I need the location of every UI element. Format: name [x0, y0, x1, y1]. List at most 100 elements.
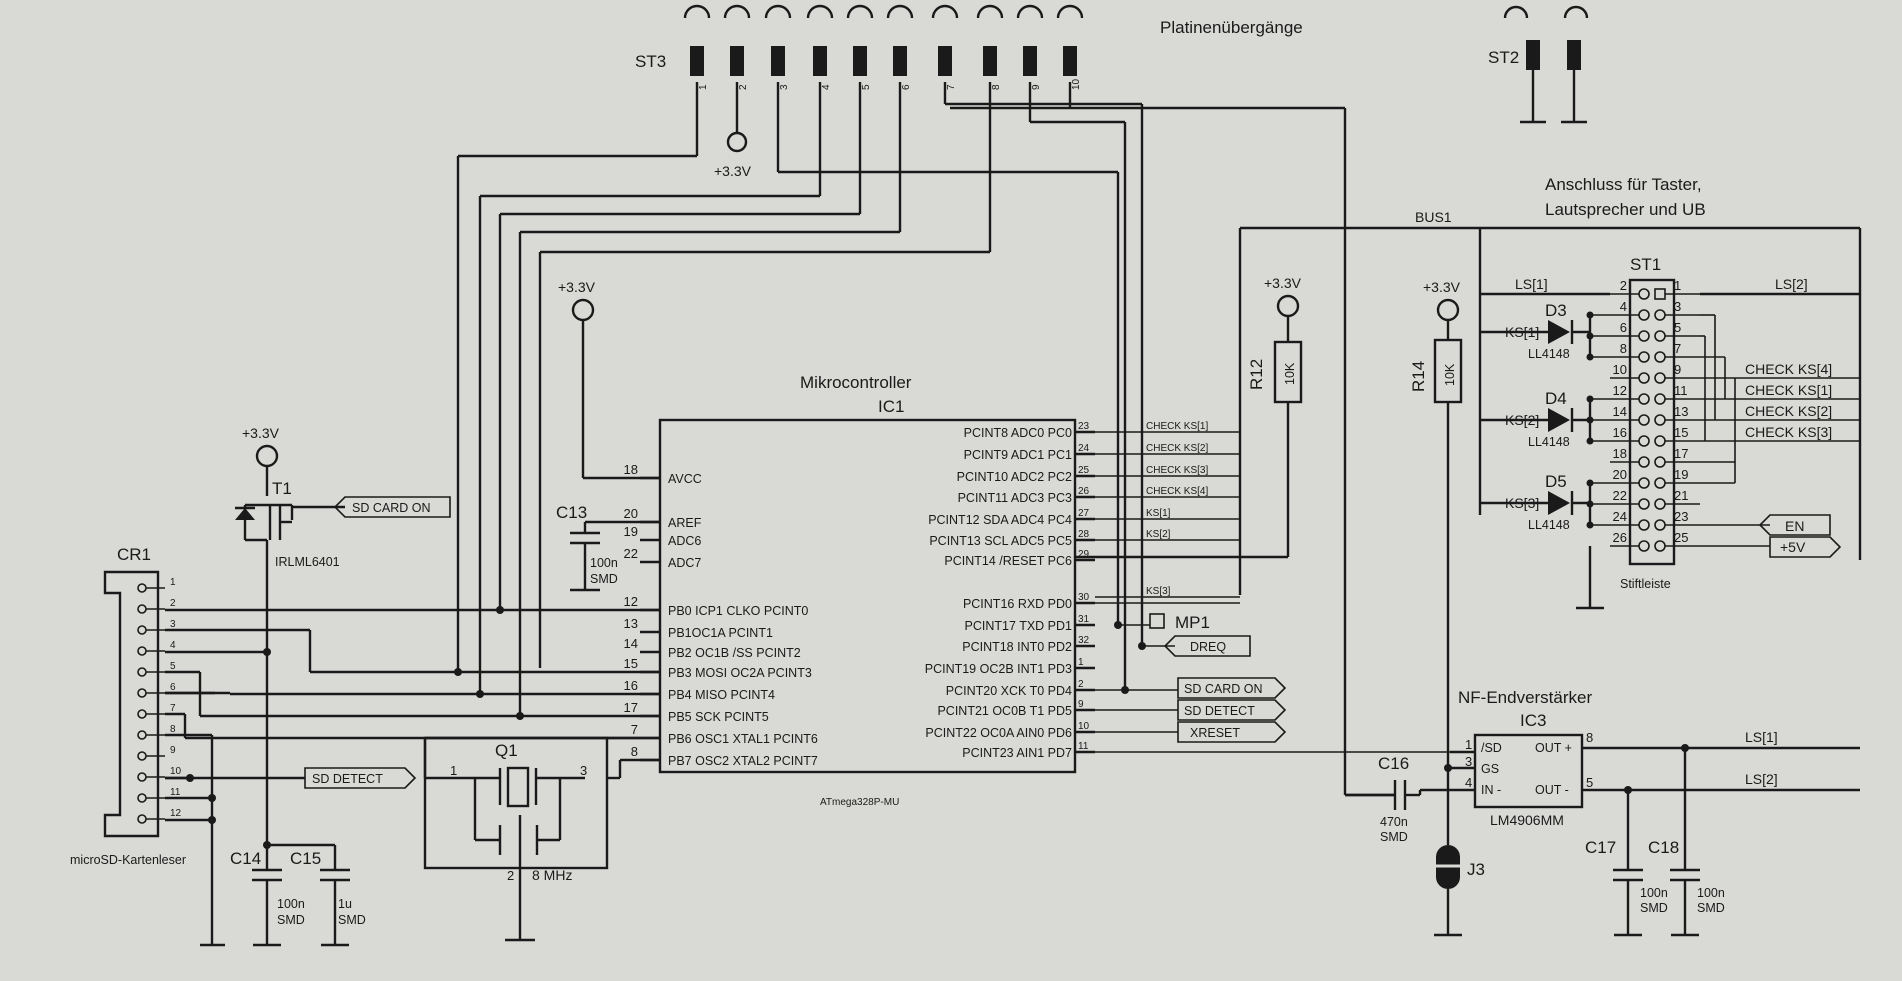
ic1-right-pin-24-name: PCINT9 ADC1 PC1 — [964, 448, 1072, 462]
st1-pin-4-number: 4 — [1620, 299, 1627, 314]
st1-pins: 2468101214161820222426135791113151719212… — [1610, 278, 1700, 552]
cr1-pin-12-number: 12 — [170, 808, 182, 819]
r12-resistor: +3.3V R12 10K — [1075, 275, 1303, 559]
cr1-pin-6-pad — [137, 688, 147, 698]
diode-2-part: LL4148 — [1528, 518, 1570, 532]
r14-resistor: +3.3V R14 10K J3 — [1409, 279, 1485, 937]
st3-pin-9-body — [1023, 46, 1037, 76]
c14-ref: C14 — [230, 849, 261, 868]
cr1-pin-8-number: 8 — [170, 724, 176, 735]
ic1-right-pin-24-number: 24 — [1078, 443, 1090, 454]
sheet-title: Platinenübergänge — [1160, 18, 1303, 37]
cathode-dot-0-1 — [1586, 332, 1594, 340]
ic1-right-pin-11-number: 11 — [1078, 741, 1089, 752]
st3-ref: ST3 — [635, 52, 666, 71]
cr1-pin-5-number: 5 — [170, 661, 176, 672]
mp1-label: MP1 — [1175, 613, 1210, 632]
diode-0-ref: D3 — [1545, 301, 1567, 320]
st1-caption: Stiftleiste — [1620, 577, 1671, 591]
c13-capacitor: C13 100n SMD — [556, 503, 660, 592]
ic1-net-label-4: KS[1] — [1146, 508, 1171, 519]
ic1-right-pin-28-name: PCINT13 SCL ADC5 PC5 — [929, 534, 1072, 548]
ic1-right-pin-26-name: PCINT11 ADC3 PC3 — [958, 491, 1072, 505]
ic1-net-label-5: KS[2] — [1146, 529, 1171, 540]
cathode-dot-2-0 — [1586, 479, 1594, 487]
cr1-pin-1-pad — [137, 583, 147, 593]
t1-transistor: +3.3V T1 IRLML6401 — [235, 425, 345, 845]
cr1-pin-8-pad — [137, 730, 147, 740]
ic1-left-pin-8-number: 8 — [631, 744, 638, 759]
st1-pin-13-pad — [1654, 414, 1666, 426]
c14-capacitor: C14 100n SMD — [230, 841, 335, 947]
cathode-dot-2-1 — [1586, 500, 1594, 508]
st3-pin-7-contact — [931, 4, 959, 19]
st1-chk3-label: CHECK KS[3] — [1745, 424, 1832, 440]
cr1-pin-3-pad — [137, 625, 147, 635]
st3-pin-8-body — [983, 46, 997, 76]
st3-pin-10-label: 10 — [1071, 78, 1082, 90]
diode-1-net: KS[2] — [1505, 412, 1539, 428]
cr1-ref: CR1 — [117, 545, 151, 564]
ic1-left-pin-19-number: 19 — [624, 524, 638, 539]
c15-value: 1u — [338, 897, 352, 911]
ic1-net-label-0: CHECK KS[1] — [1146, 421, 1208, 432]
st1-pin-3-number: 3 — [1674, 299, 1681, 314]
st1-body — [1628, 278, 1676, 566]
c15-ref: C15 — [290, 849, 321, 868]
ic1-right-nets: MP1 DREQ SD CARD ON SD DETECT XRESET — [1075, 613, 1450, 753]
j3-label: J3 — [1467, 860, 1485, 879]
cathode-dot-1-2 — [1586, 437, 1594, 445]
st1-wiring: LS[1]LS[2]D3LL4148KS[1]D4LL4148KS[2]D5LL… — [1480, 276, 1860, 610]
sd-detect-flag-left: SD DETECT — [304, 767, 417, 789]
ic1-title: Mikrocontroller — [800, 373, 912, 392]
ic1-left-pin-12-number: 12 — [624, 594, 638, 609]
r14-ref: R14 — [1409, 361, 1428, 392]
c17-package: SMD — [1640, 901, 1668, 915]
cr1-pin-7-number: 7 — [170, 703, 176, 714]
avcc-supply: +3.3V — [558, 279, 660, 480]
c16-package: SMD — [1380, 830, 1408, 844]
ic1-right-pin-11-name: PCINT23 AIN1 PD7 — [962, 746, 1072, 760]
st1-ls1-label: LS[1] — [1515, 276, 1548, 292]
cathode-dot-1-1 — [1586, 416, 1594, 424]
ic1-right-pin-29-name: PCINT14 /RESET PC6 — [944, 554, 1072, 568]
st1-chk1-label: CHECK KS[1] — [1745, 382, 1832, 398]
ic3-ls2: LS[2] — [1745, 771, 1778, 787]
q1-frequency: 8 MHz — [532, 867, 572, 883]
st1-pin-15-number: 15 — [1674, 425, 1688, 440]
t1-ref: T1 — [272, 479, 292, 498]
st3-pin-2-body — [730, 46, 744, 76]
cr1-pin-7-pad — [137, 709, 147, 719]
c17-ref: C17 — [1585, 838, 1616, 857]
cr1-body — [103, 570, 160, 838]
diode-2-ref: D5 — [1545, 472, 1567, 491]
st3-pin-8-label: 8 — [991, 84, 1002, 90]
ic1-left-pin-15-name: PB3 MOSI OC2A PCINT3 — [668, 666, 812, 680]
st1-pin-6-number: 6 — [1620, 320, 1627, 335]
ic1-right-pin-30-number: 30 — [1078, 592, 1090, 603]
ic1-left-pin-13-number: 13 — [624, 616, 638, 631]
cr1-pin-2-pad — [137, 604, 147, 614]
bus1: BUS1 — [1238, 209, 1862, 595]
c16-value: 470n — [1380, 815, 1408, 829]
st1-pin-2-pad — [1638, 288, 1650, 300]
c16-ref: C16 — [1378, 754, 1409, 773]
cr1-pin-4-number: 4 — [170, 640, 176, 651]
st1-5v-label: +5V — [1780, 539, 1806, 555]
ic1-right-pin-30-name: PCINT16 RXD PD0 — [963, 597, 1072, 611]
cr1-pin-2-number: 2 — [170, 598, 176, 609]
st1-pin-11-number: 11 — [1674, 383, 1688, 398]
st1-pin-20-pad — [1638, 477, 1650, 489]
st1-pin-9-number: 9 — [1674, 362, 1681, 377]
ic1-net-labels: CHECK KS[1]CHECK KS[2]CHECK KS[3]CHECK K… — [1095, 421, 1240, 604]
cr1-pin-10-pad — [137, 772, 147, 782]
st1-pin-16-pad — [1638, 435, 1650, 447]
ic1-right-pin-23-name: PCINT8 ADC0 PC0 — [964, 426, 1072, 440]
ic3-pin4-num: 4 — [1465, 775, 1472, 790]
cr1-pin-10-number: 10 — [170, 766, 182, 777]
st1-pin-24-number: 24 — [1613, 509, 1627, 524]
